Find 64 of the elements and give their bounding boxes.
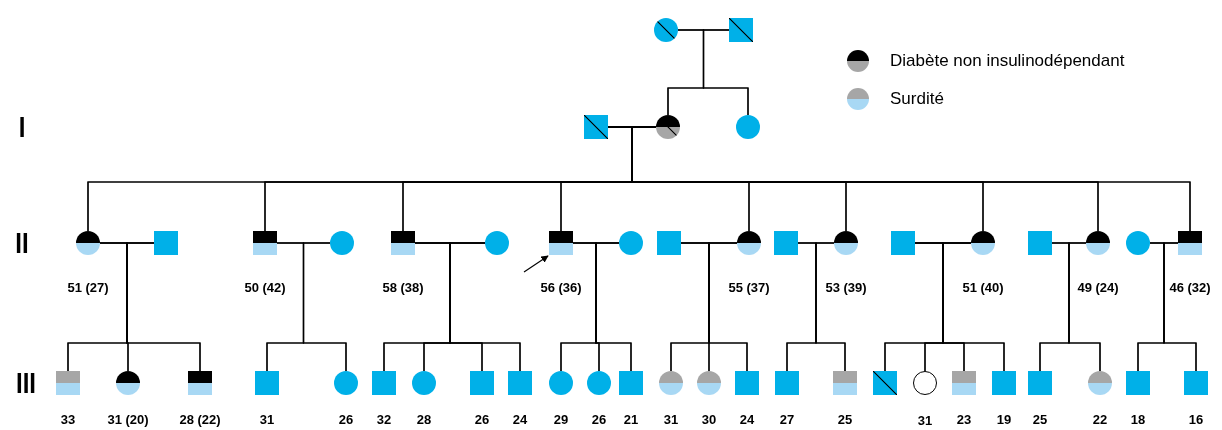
descent-line — [302, 242, 347, 372]
age-label: 49 (24) — [1077, 280, 1119, 296]
age-label: 26 — [591, 412, 607, 428]
age-label: 28 (22) — [179, 412, 221, 428]
generation-numeral: III — [16, 367, 36, 399]
age-label: 31 — [663, 412, 679, 428]
age-label: 22 — [1092, 412, 1108, 428]
age-label: 24 — [512, 412, 528, 428]
descent-line — [595, 242, 632, 372]
age-label: 31 — [259, 412, 275, 428]
age-label: 16 — [1188, 412, 1204, 428]
age-label: 28 — [416, 412, 432, 428]
age-label: 29 — [553, 412, 569, 428]
age-label: 26 — [474, 412, 490, 428]
age-label: 31 (20) — [107, 412, 149, 428]
age-label: 30 — [701, 412, 717, 428]
age-label: 50 (42) — [244, 280, 286, 296]
deceased-female-circle — [656, 115, 680, 139]
age-label: 55 (37) — [728, 280, 770, 296]
age-label: 19 — [996, 412, 1012, 428]
age-label: 25 — [1032, 412, 1048, 428]
age-label: 58 (38) — [382, 280, 424, 296]
descent-line — [449, 242, 521, 372]
age-label: 56 (36) — [540, 280, 582, 296]
age-label: 33 — [60, 412, 76, 428]
generation-numeral: II — [15, 227, 29, 259]
deceased-male-square — [729, 18, 753, 42]
age-label: 31 — [917, 413, 933, 429]
age-label: 23 — [956, 412, 972, 428]
age-label: 25 — [837, 412, 853, 428]
female-circle — [1126, 231, 1150, 255]
age-label: 46 (32) — [1169, 280, 1211, 296]
age-label: 21 — [623, 412, 639, 428]
female-circle — [736, 115, 760, 139]
descent-line — [126, 242, 201, 372]
descent-line — [815, 242, 846, 372]
age-label: 32 — [376, 412, 392, 428]
male-square — [774, 231, 798, 255]
descent-line — [942, 242, 1005, 372]
age-label: 24 — [739, 412, 755, 428]
generation-numeral: I — [18, 111, 26, 143]
age-label: 18 — [1130, 412, 1146, 428]
female-circle — [619, 231, 643, 255]
age-label: 51 (27) — [67, 280, 109, 296]
descent-line — [708, 242, 748, 372]
female-circle — [485, 231, 509, 255]
legend-label: Surdité — [890, 89, 944, 109]
male-square — [657, 231, 681, 255]
proband-arrow — [523, 255, 549, 273]
descent-line — [1068, 242, 1101, 372]
deceased-female-circle — [654, 18, 678, 42]
age-label: 27 — [779, 412, 795, 428]
descent-line — [1163, 242, 1197, 372]
deceased-male-square — [584, 115, 608, 139]
male-square — [154, 231, 178, 255]
legend-label: Diabète non insulinodépendant — [890, 51, 1125, 71]
deceased-male-square — [873, 371, 897, 395]
descent-line — [702, 29, 749, 116]
age-label: 26 — [338, 412, 354, 428]
age-label: 53 (39) — [825, 280, 867, 296]
age-label: 51 (40) — [962, 280, 1004, 296]
female-circle — [330, 231, 354, 255]
male-square — [1028, 231, 1052, 255]
male-square — [891, 231, 915, 255]
